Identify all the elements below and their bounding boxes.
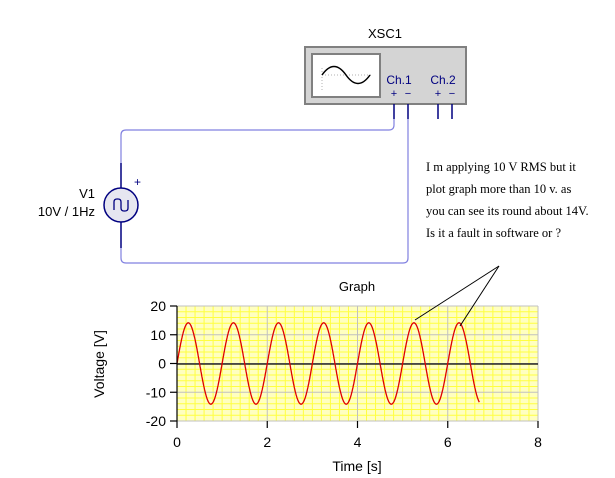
wire-negative[interactable] bbox=[120, 119, 409, 264]
oscilloscope-label: XSC1 bbox=[368, 26, 402, 41]
signal-trace bbox=[176, 322, 480, 405]
channel-1-label: Ch.1 bbox=[386, 73, 412, 87]
oscilloscope-pins[interactable] bbox=[393, 104, 453, 119]
voltage-plot: 20 10 0 -10 -20 0 2 4 6 8 bbox=[146, 298, 542, 450]
note-line: you can see its round about 14V. bbox=[426, 204, 589, 218]
wire-positive[interactable] bbox=[120, 119, 395, 163]
channel-2-label: Ch.2 bbox=[430, 73, 456, 87]
x-tick-label: 6 bbox=[444, 434, 452, 450]
x-tick-label: 0 bbox=[173, 434, 181, 450]
y-tick-label: -20 bbox=[146, 413, 166, 429]
oscilloscope-screen bbox=[311, 53, 381, 98]
y-tick-label: -10 bbox=[146, 384, 166, 400]
ch1-minus-label: − bbox=[405, 88, 411, 100]
x-tick-label: 4 bbox=[354, 434, 362, 450]
source-name: V1 bbox=[79, 186, 95, 201]
oscilloscope[interactable]: Ch.1 Ch.2 + − + − bbox=[304, 46, 467, 105]
ch2-minus-label: − bbox=[449, 88, 455, 100]
ac-source[interactable]: + V1 10V / 1Hz bbox=[38, 175, 141, 223]
x-axis-label: Time [s] bbox=[332, 458, 381, 474]
x-tick-label: 8 bbox=[534, 434, 542, 450]
graph-title: Graph bbox=[339, 279, 375, 294]
wires[interactable] bbox=[120, 119, 409, 264]
source-polarity: + bbox=[134, 175, 141, 189]
y-axis-label: Voltage [V] bbox=[91, 330, 107, 398]
annotation-arrows bbox=[414, 265, 500, 327]
sine-wave-icon bbox=[321, 65, 372, 90]
x-tick-label: 2 bbox=[263, 434, 271, 450]
y-tick-label: 0 bbox=[158, 356, 166, 372]
y-tick-label: 10 bbox=[150, 327, 166, 343]
ch1-plus-label: + bbox=[391, 88, 397, 100]
ch2-plus-label: + bbox=[435, 88, 441, 100]
note-line: plot graph more than 10 v. as bbox=[426, 182, 572, 196]
question-note: I m applying 10 V RMS but it plot graph … bbox=[426, 156, 615, 244]
note-line: Is it a fault in software or ? bbox=[426, 226, 562, 240]
y-tick-label: 20 bbox=[150, 298, 166, 314]
note-line: I m applying 10 V RMS but it bbox=[426, 160, 576, 174]
source-value: 10V / 1Hz bbox=[38, 204, 95, 219]
